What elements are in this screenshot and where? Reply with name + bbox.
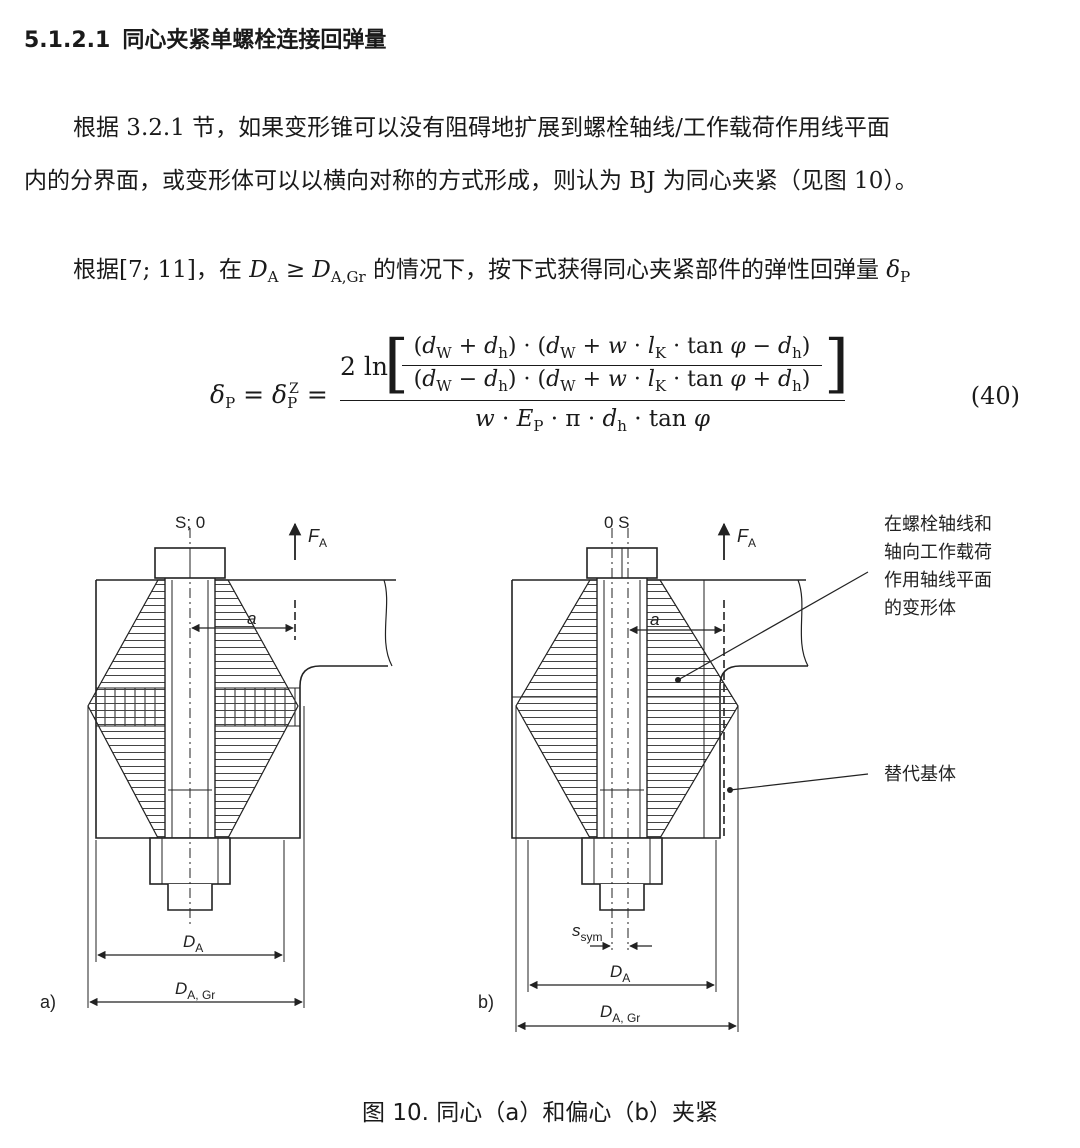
annotation-deformation-body: 在螺栓轴线和 轴向工作载荷 作用轴线平面 的变形体 <box>884 514 997 618</box>
paragraph-formula-intro: 根据[7; 11]，在 DA ≥ DA,Gr 的情况下，按下式获得同心夹紧部件的… <box>24 244 910 304</box>
paragraph-text: 根据[7; 11]，在 <box>73 257 250 283</box>
dist-label-a: a <box>247 609 256 628</box>
equation-lhs: δP = δPZ = <box>210 380 328 412</box>
paragraph-text: 的情况下，按下式获得同心夹紧部件的弹性回弹量 <box>365 257 887 283</box>
section-number: 5.1.2.1 <box>24 28 111 53</box>
section-heading: 5.1.2.1 同心夹紧单螺栓连接回弹量 <box>24 22 386 54</box>
da-label-a: DA <box>183 932 203 955</box>
annotation-substitute-body: 替代基体 <box>884 764 956 784</box>
ssym-label: ssym <box>572 921 603 944</box>
figure-label-b: b) <box>478 992 494 1012</box>
equation-40: δP = δPZ = 2 ln [ (dW + dh) · (dW + w · … <box>210 330 1030 440</box>
dagr-label-a: DA, Gr <box>175 979 215 1002</box>
paragraph-line: 内的分界面，或变形体可以以横向对称的方式形成，则认为 BJ 为同心夹紧（见图 1… <box>24 168 918 194</box>
figure-b-eccentric <box>511 522 869 1032</box>
paragraph-line: 根据 3.2.1 节，如果变形锥可以没有阻碍地扩展到螺栓轴线/工作载荷作用线平面 <box>73 115 890 141</box>
top-label-a: S; 0 <box>175 513 205 532</box>
condition-math: DA ≥ DA,Gr <box>249 257 366 286</box>
equation-denominator: w · EP · π · dh · tan φ <box>474 406 711 435</box>
equation-numerator: 2 ln [ (dW + dh) · (dW + w · lK · tan φ … <box>340 327 849 401</box>
figure-label-a: a) <box>40 992 56 1012</box>
delta-p-symbol: δP <box>886 257 911 286</box>
dagr-label-b: DA, Gr <box>600 1002 640 1025</box>
figure-a-concentric <box>87 522 396 1008</box>
force-label-b: FA <box>737 526 756 550</box>
dist-label-b: a <box>650 610 659 629</box>
figure-caption: 图 10. 同心（a）和偏心（b）夹紧 <box>362 1100 718 1126</box>
da-label-b: DA <box>610 962 630 985</box>
top-label-b: 0 S <box>604 513 630 532</box>
equation-number: (40) <box>970 382 1020 410</box>
section-title: 同心夹紧单螺栓连接回弹量 <box>122 28 387 53</box>
figure-10-clamping-diagram: S; 0 0 S FA FA a a DA DA DA, Gr DA, Gr s… <box>40 513 997 1032</box>
force-label-a: FA <box>308 526 327 550</box>
paragraph-concentric-definition: 根据 3.2.1 节，如果变形锥可以没有阻碍地扩展到螺栓轴线/工作载荷作用线平面… <box>24 102 918 208</box>
